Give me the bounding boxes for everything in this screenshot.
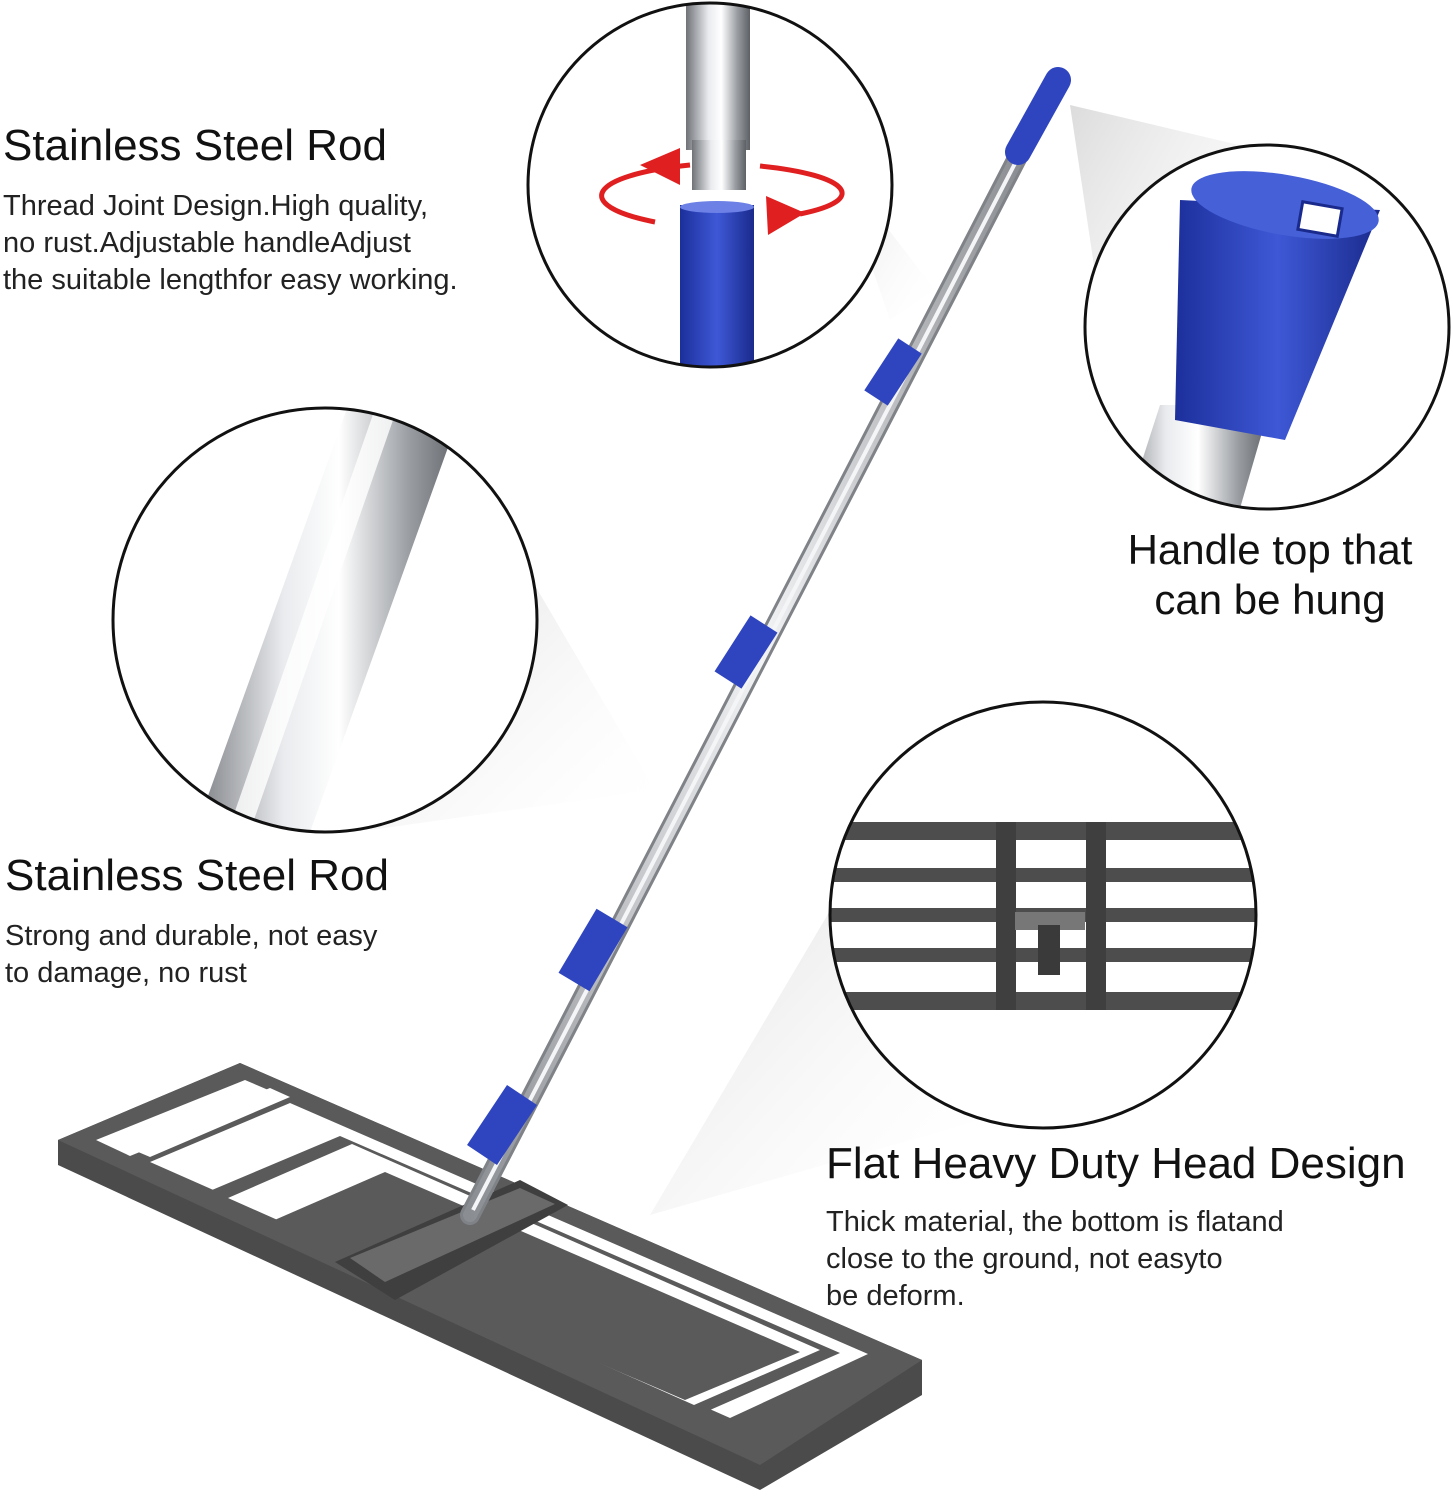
detail-head-frame xyxy=(828,700,1258,1130)
feature-title: Stainless Steel Rod xyxy=(3,121,387,170)
detail-handle-top xyxy=(1083,143,1451,511)
feature-title: Stainless Steel Rod xyxy=(5,851,389,900)
feature-title: Flat Heavy Duty Head Design xyxy=(826,1139,1406,1188)
description-line: Strong and durable, not easy xyxy=(5,920,378,952)
feature-title-line: Handle top that xyxy=(1127,526,1413,573)
description-line: close to the ground, not easyto xyxy=(826,1243,1223,1275)
feature-block-handle-top: Handle top that can be hung xyxy=(1090,525,1450,625)
description-line: Thread Joint Design.High quality, xyxy=(3,190,429,222)
description-line: the suitable lengthfor easy working. xyxy=(3,264,458,296)
rotate-arrows-icon xyxy=(599,148,845,235)
feature-title-line: can be hung xyxy=(1154,576,1386,623)
feature-block-head-design: Flat Heavy Duty Head Design Thick materi… xyxy=(826,1140,1451,1315)
detail-thread-joint xyxy=(526,1,894,369)
detail-steel-rod xyxy=(111,406,539,834)
feature-block-thread-joint: Stainless Steel Rod Thread Joint Design.… xyxy=(3,122,543,299)
description-line: no rust.Adjustable handleAdjust xyxy=(3,227,411,259)
feature-description: Strong and durable, not easy to damage, … xyxy=(5,918,465,992)
feature-description: Thread Joint Design.High quality, no rus… xyxy=(3,188,543,299)
description-line: Thick material, the bottom is flatand xyxy=(826,1206,1284,1238)
telescopic-pole xyxy=(460,67,1071,1225)
rake-head xyxy=(58,1063,922,1490)
feature-description: Thick material, the bottom is flatand cl… xyxy=(826,1204,1451,1315)
description-line: be deform. xyxy=(826,1280,965,1312)
feature-block-steel-rod: Stainless Steel Rod Strong and durable, … xyxy=(5,852,465,992)
description-line: to damage, no rust xyxy=(5,957,247,989)
